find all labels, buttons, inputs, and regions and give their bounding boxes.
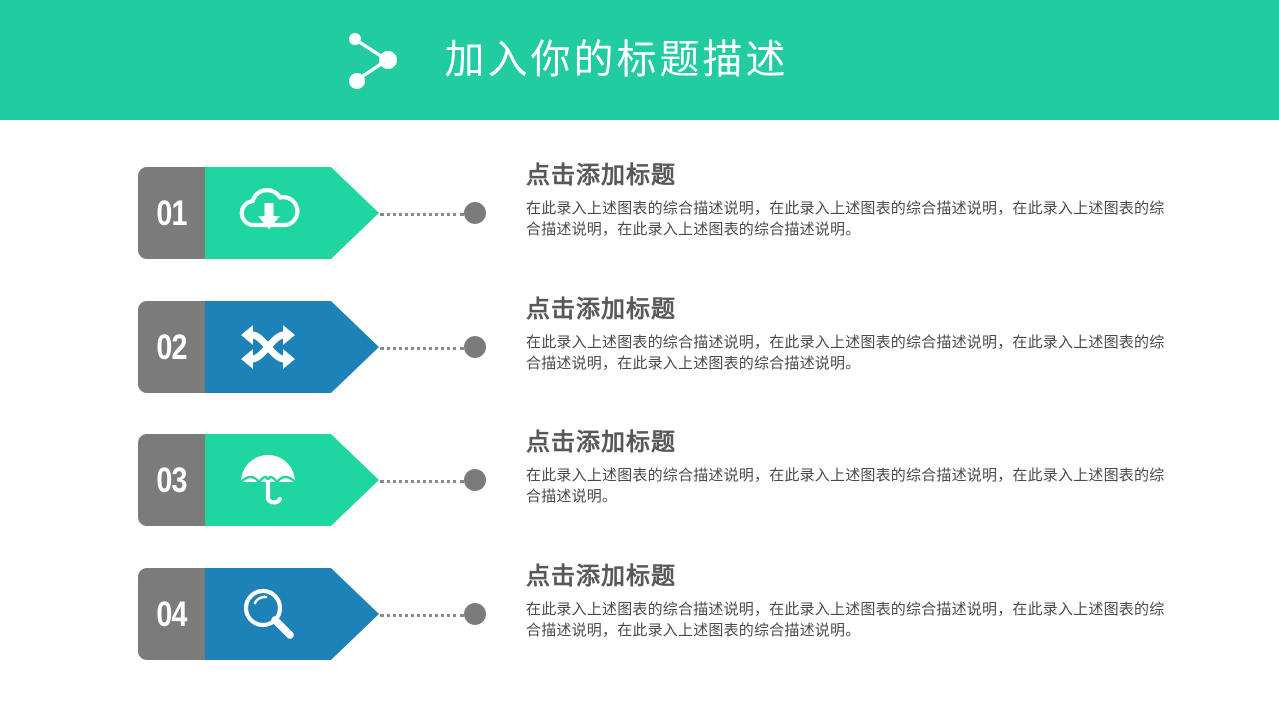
content-rows: 01 点击添加标题 在此录入上述图表的综合描述说明，在此录入上述图表的综合描述说…	[0, 120, 1279, 720]
dotted-connector	[380, 480, 464, 483]
item-chevron	[205, 167, 379, 259]
item-chevron	[205, 434, 379, 526]
cloud-download-icon	[239, 188, 300, 230]
item-body: 在此录入上述图表的综合描述说明，在此录入上述图表的综合描述说明，在此录入上述图表…	[526, 199, 1165, 239]
dotted-connector	[380, 213, 464, 216]
page-title: 加入你的标题描述	[444, 38, 789, 82]
item-body: 在此录入上述图表的综合描述说明，在此录入上述图表的综合描述说明，在此录入上述图表…	[526, 600, 1165, 640]
item-body: 在此录入上述图表的综合描述说明，在此录入上述图表的综合描述说明，在此录入上述图表…	[526, 466, 1165, 506]
item-number: 01	[156, 193, 187, 233]
item-title: 点击添加标题	[526, 563, 676, 590]
item-chevron	[205, 301, 379, 393]
dotted-connector	[380, 347, 464, 350]
item-number: 03	[156, 460, 187, 500]
item-number-tab: 03	[138, 434, 205, 526]
list-item[interactable]: 04 点击添加标题 在此录入上述图表的综合描述说明，在此录入上述图表的综合描述说…	[0, 563, 1279, 660]
share-network-icon	[341, 27, 407, 93]
connector-end-dot	[464, 202, 486, 224]
magnifier-icon	[243, 588, 294, 639]
item-text-block: 点击添加标题 在此录入上述图表的综合描述说明，在此录入上述图表的综合描述说明，在…	[526, 563, 1178, 641]
item-number: 04	[156, 594, 187, 634]
item-text-block: 点击添加标题 在此录入上述图表的综合描述说明，在此录入上述图表的综合描述说明，在…	[526, 162, 1178, 240]
item-text-block: 点击添加标题 在此录入上述图表的综合描述说明，在此录入上述图表的综合描述说明，在…	[526, 296, 1178, 374]
item-title: 点击添加标题	[526, 429, 676, 456]
item-body: 在此录入上述图表的综合描述说明，在此录入上述图表的综合描述说明，在此录入上述图表…	[526, 333, 1165, 373]
umbrella-icon	[240, 455, 296, 505]
item-chevron	[205, 568, 379, 660]
connector-end-dot	[464, 469, 486, 491]
dotted-connector	[380, 614, 464, 617]
item-number: 02	[156, 327, 187, 367]
item-number-tab: 01	[138, 167, 205, 259]
list-item[interactable]: 01 点击添加标题 在此录入上述图表的综合描述说明，在此录入上述图表的综合描述说…	[0, 162, 1279, 259]
list-item[interactable]: 03 点击添加标题 在此录入上述图表的综合描述说明，在此录入上述图表的综合描述说…	[0, 429, 1279, 526]
item-title: 点击添加标题	[526, 296, 676, 323]
item-title: 点击添加标题	[526, 162, 676, 189]
connector-end-dot	[464, 336, 486, 358]
connector-end-dot	[464, 603, 486, 625]
item-number-tab: 04	[138, 568, 205, 660]
item-text-block: 点击添加标题 在此录入上述图表的综合描述说明，在此录入上述图表的综合描述说明，在…	[526, 429, 1178, 507]
item-number-tab: 02	[138, 301, 205, 393]
slide-header: 加入你的标题描述	[0, 0, 1279, 120]
header-content: 加入你的标题描述	[341, 27, 789, 93]
list-item[interactable]: 02 点击添加标题 在此录入上述图表的综合描述说明，在此录入上述图表的综合描述说…	[0, 296, 1279, 393]
shuffle-arrows-icon	[241, 325, 295, 369]
